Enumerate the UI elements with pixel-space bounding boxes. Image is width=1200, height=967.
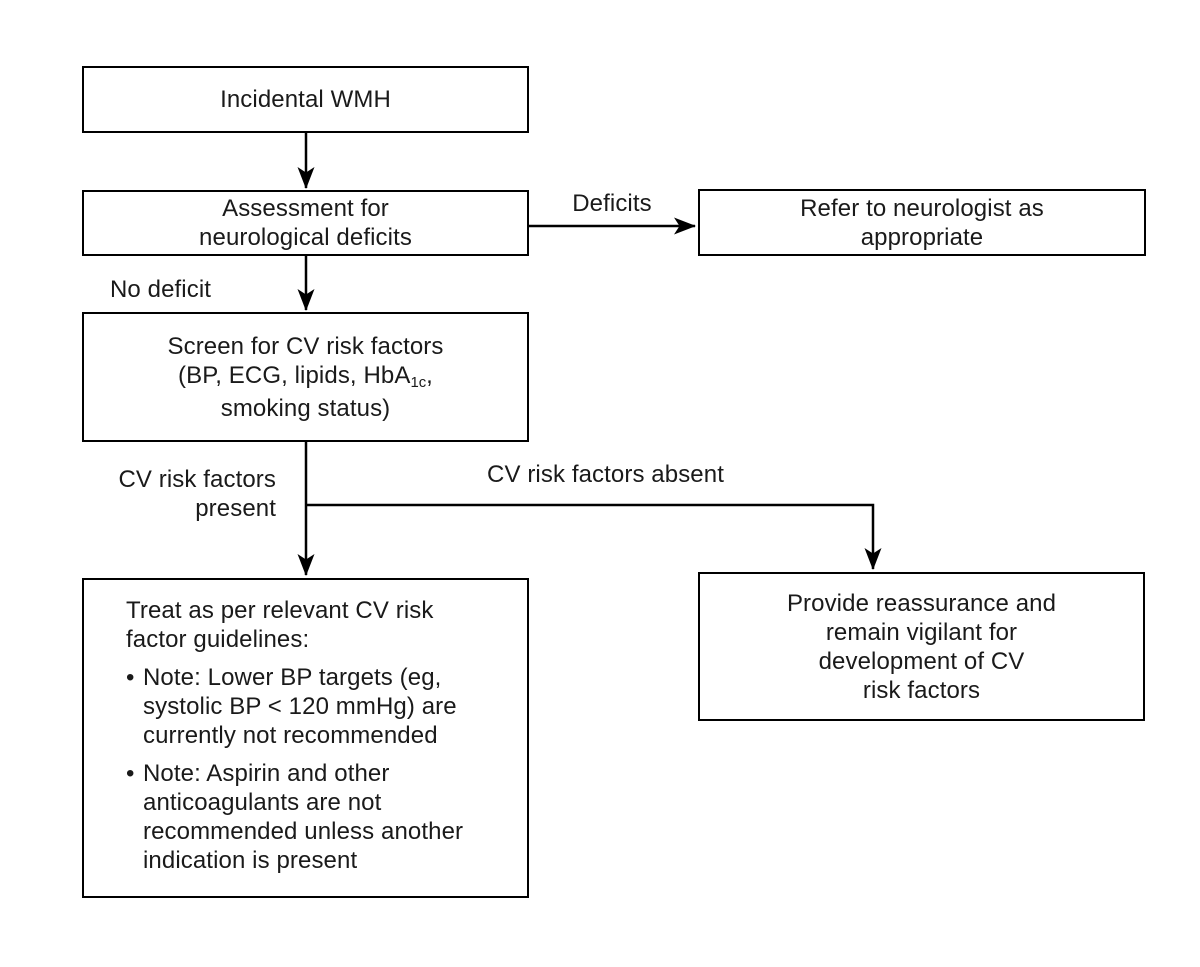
screen-cv-line2: (BP, ECG, lipids, HbA1c, xyxy=(178,361,433,394)
treat-bullet-bp: • Note: Lower BP targets (eg, systolic B… xyxy=(126,663,457,750)
reassurance-box: Provide reassurance and remain vigilant … xyxy=(698,572,1145,721)
treat-bullet-aspirin: • Note: Aspirin and other anticoagulants… xyxy=(126,759,463,875)
deficits-label: Deficits xyxy=(572,190,652,217)
reassurance-text: Provide reassurance and remain vigilant … xyxy=(786,589,1057,704)
refer-neurologist-box: Refer to neurologist as appropriate xyxy=(698,189,1146,256)
screen-cv-line1: Screen for CV risk factors xyxy=(167,332,444,360)
screen-cv-line2-suffix: , xyxy=(426,361,433,389)
refer-neurologist-text: Refer to neurologist as appropriate xyxy=(800,194,1044,251)
assessment-text: Assessment for neurological deficits xyxy=(199,195,412,251)
treat-intro-text: Treat as per relevant CV risk factor gui… xyxy=(126,597,434,653)
screen-cv-line2-prefix: (BP, ECG, lipids, HbA xyxy=(178,361,411,389)
cv-risk-absent-label: CV risk factors absent xyxy=(487,461,724,488)
no-deficit-label: No deficit xyxy=(110,276,212,303)
arrow-absent-to-reassure xyxy=(306,503,882,570)
bullet-marker: • xyxy=(126,664,135,691)
treat-bullet-aspirin-text: Note: Aspirin and other anticoagulants a… xyxy=(143,760,464,874)
bullet-marker: • xyxy=(126,760,135,787)
assessment-box: Assessment for neurological deficits xyxy=(82,190,529,256)
screen-cv-box: Screen for CV risk factors (BP, ECG, lip… xyxy=(82,312,529,442)
incidental-wmh-box: Incidental WMH xyxy=(82,66,529,133)
incidental-wmh-text: Incidental WMH xyxy=(220,86,391,113)
hba1c-subscript: 1c xyxy=(410,375,427,392)
cv-risk-present-label: CV risk factors present xyxy=(118,466,276,522)
treat-bullet-bp-text: Note: Lower BP targets (eg, systolic BP … xyxy=(143,664,457,749)
screen-cv-line3: smoking status) xyxy=(220,394,391,422)
treat-guidelines-box: Treat as per relevant CV risk factor gui… xyxy=(82,578,529,898)
